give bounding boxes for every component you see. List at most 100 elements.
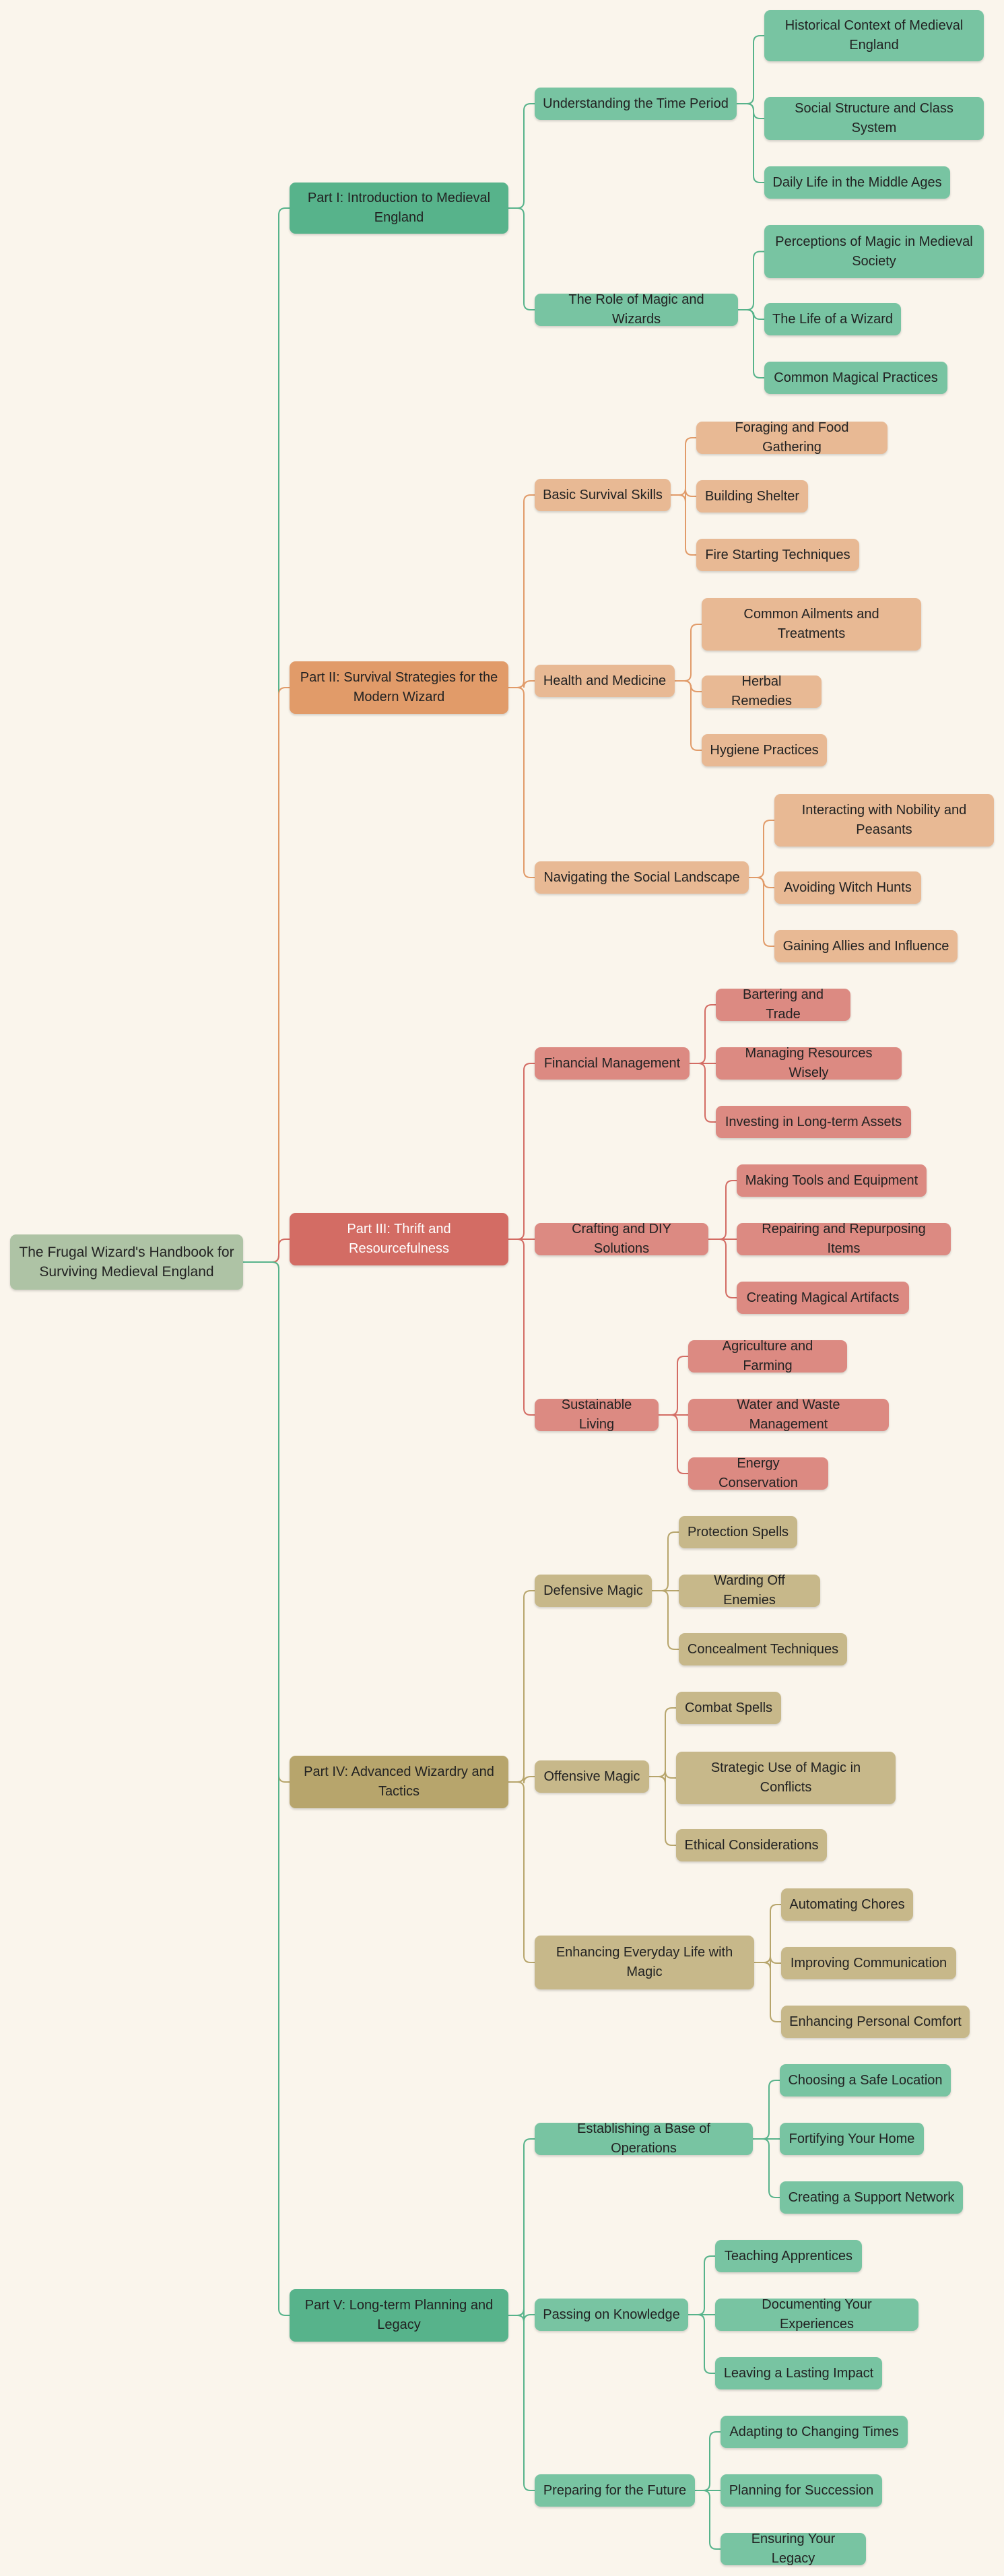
section-2-3-node: Navigating the Social Landscape [535,861,749,894]
section-3-2-node: Crafting and DIY Solutions [535,1222,708,1256]
link-section-4-3-topic-1 [754,1904,781,1963]
topic-3-2-3-node: Creating Magical Artifacts [737,1282,909,1314]
section-2-1-node: Basic Survival Skills [535,479,671,511]
link-part-4-section-2 [508,1775,535,1784]
topic-1-1-3-node: Daily Life in the Middle Ages [764,166,950,199]
section-3-3-node: Sustainable Living [535,1397,659,1432]
part-1-node: Part I: Introduction to Medieval England [290,183,508,234]
topic-1-2-1-node: Perceptions of Magic in Medieval Society [764,225,984,278]
link-section-2-3-topic-3 [749,877,774,947]
link-part-2-section-2 [508,680,535,688]
link-section-3-1-topic-3 [690,1063,716,1123]
part-5-node: Part V: Long-term Planning and Legacy [290,2289,508,2342]
topic-4-3-1-node: Automating Chores [781,1888,913,1921]
link-section-3-2-topic-3 [708,1239,737,1298]
link-section-5-1-topic-1 [753,2080,780,2140]
topic-2-2-2-node: Herbal Remedies [702,674,822,708]
link-section-1-1-topic-2 [737,103,764,119]
topic-3-1-2-node: Managing Resources Wisely [716,1046,902,1080]
topic-2-1-1-node: Foraging and Food Gathering [696,420,888,455]
topic-5-1-3-node: Creating a Support Network [780,2181,963,2214]
section-1-2-node: The Role of Magic and Wizards [535,292,738,327]
topic-2-1-3-node: Fire Starting Techniques [696,539,859,571]
link-section-5-3-topic-3 [695,2490,721,2550]
link-section-1-1-topic-1 [737,35,764,104]
topic-2-2-1-node: Common Ailments and Treatments [702,598,921,651]
section-5-2-node: Passing on Knowledge [535,2299,688,2331]
section-4-2-node: Offensive Magic [535,1760,649,1793]
topic-2-3-3-node: Gaining Allies and Influence [774,930,958,962]
link-root-part-2 [243,687,290,1263]
topic-4-3-2-node: Improving Communication [781,1947,956,1979]
section-3-1-node: Financial Management [535,1047,690,1080]
link-part-5-section-1 [508,2138,535,2316]
link-part-2-section-3 [508,687,535,878]
topic-4-1-2-node: Warding Off Enemies [679,1573,820,1608]
topic-5-3-1-node: Adapting to Changing Times [721,2416,908,2448]
link-section-5-1-topic-3 [753,2138,780,2198]
link-section-1-2-topic-1 [738,251,764,310]
topic-4-2-2-node: Strategic Use of Magic in Conflicts [676,1752,896,1804]
link-section-4-2-topic-3 [649,1776,676,1846]
link-section-2-3-topic-1 [749,820,774,878]
topic-2-1-2-node: Building Shelter [696,480,808,513]
link-section-1-1-topic-3 [737,103,764,183]
link-section-4-1-topic-3 [652,1590,679,1650]
link-part-2-section-1 [508,494,535,688]
topic-4-1-3-node: Concealment Techniques [679,1633,847,1665]
section-2-2-node: Health and Medicine [535,665,675,697]
link-part-5-section-3 [508,2315,535,2491]
topic-4-2-3-node: Ethical Considerations [676,1829,827,1861]
topic-1-2-2-node: The Life of a Wizard [764,303,901,335]
topic-1-2-3-node: Common Magical Practices [764,362,947,394]
link-section-4-1-topic-1 [652,1531,679,1591]
link-section-2-2-topic-3 [675,680,702,751]
link-section-5-2-topic-1 [688,2255,715,2315]
link-section-3-2-topic-1 [708,1180,737,1240]
topic-4-1-1-node: Protection Spells [679,1516,797,1548]
link-part-1-section-1 [508,103,535,209]
section-5-1-node: Establishing a Base of Operations [535,2121,753,2156]
section-5-3-node: Preparing for the Future [535,2474,695,2507]
link-section-3-3-topic-3 [659,1414,688,1474]
link-part-3-section-3 [508,1239,535,1416]
topic-5-3-3-node: Ensuring Your Legacy [721,2532,866,2566]
part-4-node: Part IV: Advanced Wizardry and Tactics [290,1756,508,1808]
topic-5-3-2-node: Planning for Succession [721,2474,882,2507]
topic-3-3-3-node: Energy Conservation [688,1456,828,1490]
topic-5-2-1-node: Teaching Apprentices [715,2240,862,2272]
topic-1-1-2-node: Social Structure and Class System [764,97,984,140]
topic-3-1-1-node: Bartering and Trade [716,987,850,1022]
topic-5-1-1-node: Choosing a Safe Location [780,2064,951,2096]
part-2-node: Part II: Survival Strategies for the Mod… [290,661,508,714]
topic-3-2-2-node: Repairing and Repurposing Items [737,1222,951,1256]
topic-2-2-3-node: Hygiene Practices [702,734,827,766]
link-part-5-section-2 [508,2308,535,2322]
link-root-part-3 [243,1239,290,1263]
link-section-4-3-topic-3 [754,1962,781,2022]
link-part-4-section-3 [508,1781,535,1963]
link-part-3-section-1 [508,1063,535,1240]
link-section-4-2-topic-1 [649,1707,676,1777]
topic-2-3-1-node: Interacting with Nobility and Peasants [774,794,994,847]
link-section-5-3-topic-1 [695,2431,721,2491]
link-section-1-2-topic-3 [738,309,764,378]
link-part-1-section-2 [508,207,535,310]
topic-3-3-2-node: Water and Waste Management [688,1397,889,1432]
topic-1-1-1-node: Historical Context of Medieval England [764,10,984,61]
topic-2-3-2-node: Avoiding Witch Hunts [774,871,921,904]
topic-5-1-2-node: Fortifying Your Home [780,2123,924,2155]
link-section-2-1-topic-1 [671,437,696,496]
section-1-1-node: Understanding the Time Period [535,88,737,120]
link-root-part-5 [243,1261,290,2316]
section-4-3-node: Enhancing Everyday Life with Magic [535,1936,754,1989]
topic-3-2-1-node: Making Tools and Equipment [737,1164,927,1197]
link-section-5-2-topic-3 [688,2314,715,2374]
link-section-2-1-topic-3 [671,494,696,556]
topic-3-1-3-node: Investing in Long-term Assets [716,1106,911,1138]
topic-3-3-1-node: Agriculture and Farming [688,1339,847,1373]
topic-4-3-3-node: Enhancing Personal Comfort [781,2006,970,2038]
topic-5-2-3-node: Leaving a Lasting Impact [715,2357,882,2389]
link-root-part-1 [243,207,290,1263]
